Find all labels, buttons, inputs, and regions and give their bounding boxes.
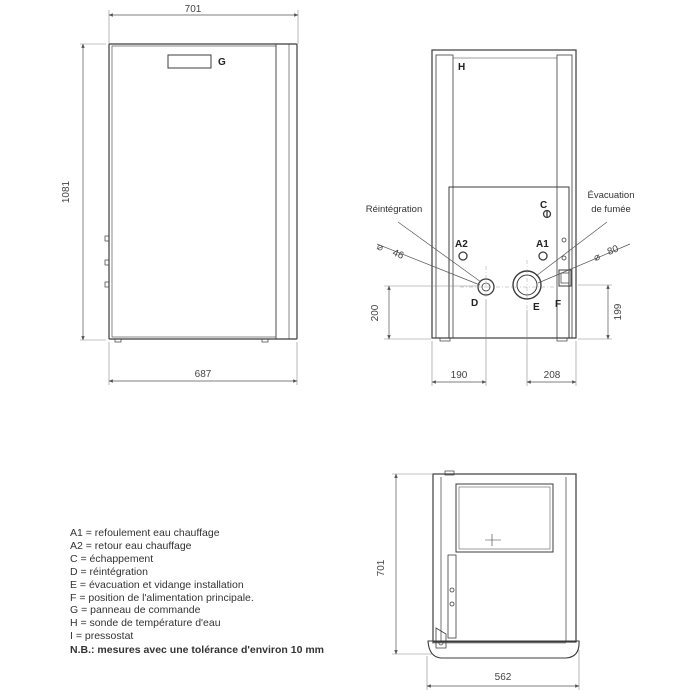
label-d: D bbox=[471, 298, 478, 309]
top-view bbox=[392, 470, 580, 690]
dim-top-depth: 701 bbox=[376, 559, 387, 576]
dim-front-width-bottom: 687 bbox=[195, 369, 212, 380]
legend-item-g: G = panneau de commande bbox=[70, 604, 201, 617]
dim-front-width-top: 701 bbox=[185, 4, 202, 15]
label-e: E bbox=[533, 302, 540, 313]
dim-front-height: 1081 bbox=[61, 180, 72, 203]
label-f: F bbox=[555, 299, 561, 310]
diam-symbol-right: ⌀ bbox=[592, 251, 602, 263]
label-a1: A1 bbox=[536, 239, 549, 250]
dim-rear-width-left: 190 bbox=[451, 370, 468, 381]
rear-view bbox=[431, 49, 577, 342]
legend-item-a1: A1 = refoulement eau chauffage bbox=[70, 527, 220, 539]
legend-item-d: D = réintégration bbox=[70, 565, 148, 578]
legend-item-a2: A2 = retour eau chauffage bbox=[70, 539, 192, 552]
legend-item-c: C = échappement bbox=[70, 552, 154, 565]
legend-item-e: E = évacuation et vidange installation bbox=[70, 578, 244, 591]
dim-diam-left: 46 bbox=[391, 247, 406, 262]
dim-diam-right: 80 bbox=[606, 243, 621, 258]
legend: A1 = refoulement eau chauffage A2 = reto… bbox=[70, 527, 370, 643]
label-g: G bbox=[218, 57, 226, 68]
tolerance-note: N.B.: mesures avec une tolérance d'envir… bbox=[70, 644, 325, 656]
label-a2: A2 bbox=[455, 239, 468, 250]
dim-top-width: 562 bbox=[495, 672, 512, 683]
diam-symbol-left: ⌀ bbox=[375, 241, 385, 253]
label-h: H bbox=[458, 62, 465, 73]
label-reintegration: Réintégration bbox=[366, 204, 423, 215]
label-evacuation-line1: Évacuation bbox=[587, 190, 634, 201]
legend-item-i: I = pressostat bbox=[70, 630, 134, 643]
label-evacuation-line2: de fumée bbox=[591, 204, 631, 215]
dim-rear-height-left: 200 bbox=[370, 304, 381, 321]
dim-rear-height-right: 199 bbox=[613, 303, 624, 320]
rear-leaders bbox=[376, 221, 631, 286]
rear-dimensions bbox=[384, 284, 612, 386]
legend-item-f: F = position de l'alimentation principal… bbox=[70, 591, 254, 604]
label-c: C bbox=[540, 200, 547, 211]
dim-rear-width-right: 208 bbox=[544, 370, 561, 381]
legend-item-h: H = sonde de température d'eau bbox=[70, 617, 221, 630]
front-view bbox=[80, 10, 299, 385]
